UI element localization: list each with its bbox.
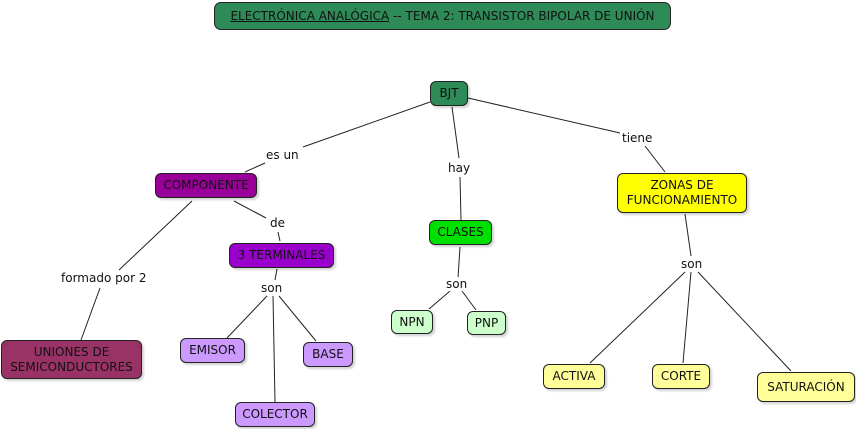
link-son-clases: son <box>444 277 470 291</box>
link-de: de <box>268 216 287 230</box>
line-zonas-son <box>684 213 692 257</box>
line-terminales-son <box>274 268 278 281</box>
line-bjt-tiene <box>467 97 621 134</box>
line-son-saturacion <box>697 271 792 372</box>
title-topic: TEMA 2: TRANSISTOR BIPOLAR DE UNIÓN <box>405 9 655 23</box>
title-separator: -- <box>389 9 406 23</box>
node-componente[interactable]: COMPONENTE <box>155 173 257 198</box>
link-es-un: es un <box>264 148 301 162</box>
node-pnp[interactable]: PNP <box>467 311 506 335</box>
node-npn[interactable]: NPN <box>391 310 433 334</box>
line-esun-componente <box>244 162 266 173</box>
line-son-npn <box>428 290 451 310</box>
line-son-base <box>278 295 317 342</box>
link-son-terminales: son <box>259 281 285 295</box>
link-tiene: tiene <box>620 131 655 145</box>
line-son-corte <box>682 271 692 364</box>
line-bjt-esun <box>302 101 431 148</box>
line-hay-clases <box>459 176 462 221</box>
link-formado-por: formado por 2 <box>59 271 149 285</box>
node-zonas-funcionamiento[interactable]: ZONAS DE FUNCIONAMIENTO <box>617 173 747 213</box>
node-saturacion[interactable]: SATURACIÓN <box>757 372 855 402</box>
link-son-zonas: son <box>679 257 705 271</box>
node-emisor[interactable]: EMISOR <box>180 338 245 363</box>
node-activa[interactable]: ACTIVA <box>543 364 605 389</box>
line-componente-formado <box>118 200 193 271</box>
map-title: ELECTRÓNICA ANALÓGICA -- TEMA 2: TRANSIS… <box>214 2 671 30</box>
node-colector[interactable]: COLECTOR <box>235 402 315 427</box>
line-son-colector <box>272 295 276 403</box>
node-clases[interactable]: CLASES <box>429 220 492 245</box>
line-clases-son <box>457 246 461 279</box>
node-3-terminales[interactable]: 3 TERMINALES <box>229 243 334 268</box>
title-subject[interactable]: ELECTRÓNICA ANALÓGICA <box>230 9 390 23</box>
node-base[interactable]: BASE <box>303 342 353 367</box>
line-tiene-zonas <box>644 145 666 173</box>
line-componente-de <box>233 200 267 219</box>
node-uniones-semiconductores[interactable]: UNIONES DE SEMICONDUCTORES <box>1 340 142 379</box>
node-corte[interactable]: CORTE <box>652 364 710 389</box>
line-son-activa <box>589 271 686 364</box>
line-son-pnp <box>461 290 477 311</box>
line-bjt-hay <box>451 106 460 159</box>
line-de-terminales <box>277 231 281 242</box>
node-bjt[interactable]: BJT <box>430 81 468 106</box>
line-son-emisor <box>226 295 268 339</box>
link-hay: hay <box>446 161 473 175</box>
line-formado-uniones <box>80 287 101 341</box>
